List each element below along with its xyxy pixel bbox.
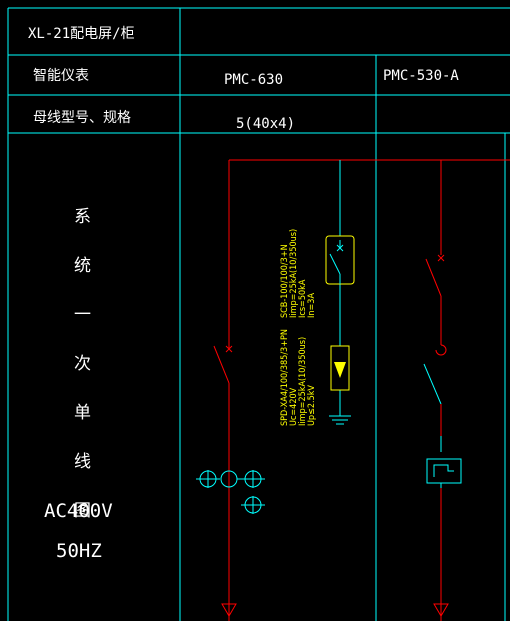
feeder2-blade1	[425, 258, 442, 297]
spd-arrester	[330, 345, 350, 391]
side-char: 一	[74, 305, 91, 325]
svg-text:SCB-100/100/3+N: SCB-100/100/3+N	[280, 244, 290, 318]
table-grid	[7, 7, 510, 621]
side-char: 单	[74, 403, 91, 423]
svg-text:Ics=50kA: Ics=50kA	[298, 279, 308, 318]
voltage-label: AC400V	[44, 500, 113, 522]
busbar	[228, 159, 510, 348]
svg-text:Up≤2.5kV: Up≤2.5kV	[307, 385, 317, 426]
side-char: 系	[74, 207, 91, 227]
side-char: 统	[74, 256, 91, 276]
frequency-label: 50HZ	[56, 540, 102, 562]
row-meter-col2: PMC-530-A	[383, 68, 459, 84]
relay-icon	[433, 464, 454, 477]
row-bus-col1: 5(40x4)	[236, 116, 295, 132]
spd-branch	[329, 160, 351, 425]
svg-text:Iimp=25kA(10/350us): Iimp=25kA(10/350us)	[289, 229, 299, 318]
svg-text:In=3A: In=3A	[307, 293, 317, 318]
thermal-relay	[426, 436, 462, 488]
row-meter-col1: PMC-630	[224, 72, 283, 88]
feeder2-switches	[423, 254, 449, 621]
row-bus-label: 母线型号、规格	[33, 110, 131, 126]
scb-blade	[329, 253, 341, 275]
side-char: 图	[74, 501, 91, 521]
spd-annotation-lower: SPD-XA4/100/385/3+PN Uc=420V Iimp=25kA(1…	[280, 329, 317, 426]
svg-text:Iimp=25kA(10/350us): Iimp=25kA(10/350us)	[298, 337, 308, 426]
spd-box	[330, 345, 350, 391]
feeder1-switch	[213, 345, 233, 604]
svg-text:Uc=420V: Uc=420V	[289, 387, 299, 426]
header-title: XL-21配电屏/柜	[28, 26, 135, 42]
feeder2-contactor	[435, 344, 447, 356]
side-char: 线	[74, 452, 91, 472]
feeder1-outgoing-arrow	[221, 603, 237, 621]
svg-text:SPD-XA4/100/385/3+PN: SPD-XA4/100/385/3+PN	[280, 329, 290, 426]
relay-box	[426, 458, 462, 484]
current-transformers	[196, 470, 265, 514]
feeder2-blade2	[423, 363, 442, 405]
row-meter-label: 智能仪表	[33, 68, 89, 84]
feeder1-blade	[213, 345, 230, 384]
side-label: 系 统 一 次 单 线 图	[74, 207, 91, 521]
scb-breaker	[325, 235, 355, 285]
side-char: 次	[74, 354, 91, 374]
spd-arrow-icon	[334, 362, 346, 378]
spd-annotation: SCB-100/100/3+N Iimp=25kA(10/350us) Ics=…	[280, 229, 317, 318]
